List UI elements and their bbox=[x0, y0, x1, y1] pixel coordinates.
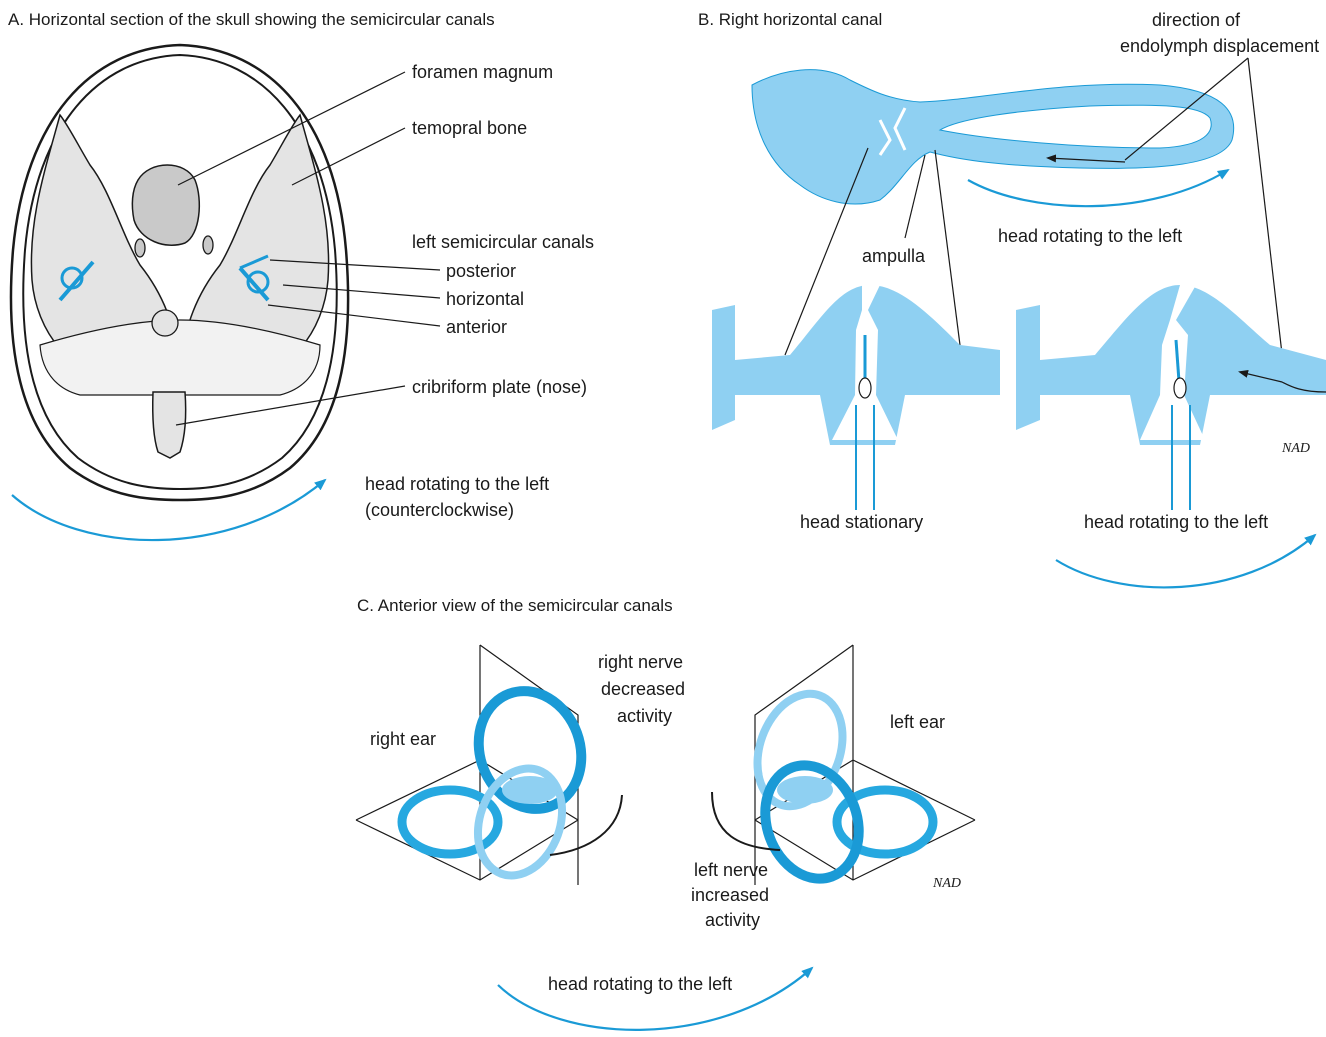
panel-c-title: C. Anterior view of the semicircular can… bbox=[357, 596, 673, 615]
jugular-foramen-left bbox=[135, 239, 145, 257]
label-anterior: anterior bbox=[446, 317, 507, 337]
foramen-magnum bbox=[132, 165, 199, 245]
label-direction-line2: endolymph displacement bbox=[1120, 36, 1319, 56]
label-head-rotating-bottom: head rotating to the left bbox=[1084, 512, 1268, 532]
leader-ampulla-3 bbox=[935, 150, 960, 345]
label-left-ear: left ear bbox=[890, 712, 945, 732]
label-left-nerve-line2: increased bbox=[691, 885, 769, 905]
label-right-nerve-line3: activity bbox=[617, 706, 672, 726]
label-right-nerve-line2: decreased bbox=[601, 679, 685, 699]
panel-b-title: B. Right horizontal canal bbox=[698, 10, 882, 29]
label-rotation-a-line2: (counterclockwise) bbox=[365, 500, 514, 520]
label-temporal-bone: temopral bone bbox=[412, 118, 527, 138]
signature-b: NAD bbox=[1281, 441, 1310, 456]
horizontal-canal bbox=[752, 70, 1234, 204]
label-left-nerve-line1: left nerve bbox=[694, 860, 768, 880]
label-head-rotating-top: head rotating to the left bbox=[998, 226, 1182, 246]
label-head-stationary: head stationary bbox=[800, 512, 923, 532]
label-horizontal: horizontal bbox=[446, 289, 524, 309]
label-posterior: posterior bbox=[446, 261, 516, 281]
label-foramen-magnum: foramen magnum bbox=[412, 62, 553, 82]
label-left-nerve-line3: activity bbox=[705, 910, 760, 930]
label-left-semicircular-canals: left semicircular canals bbox=[412, 232, 594, 252]
label-right-nerve-line1: right nerve bbox=[598, 652, 683, 672]
panel-a-title: A. Horizontal section of the skull showi… bbox=[8, 10, 495, 29]
label-direction-line1: direction of bbox=[1152, 10, 1241, 30]
label-ampulla: ampulla bbox=[862, 246, 926, 266]
panel-a: A. Horizontal section of the skull showi… bbox=[8, 10, 594, 540]
ampulla-rotating bbox=[1016, 285, 1326, 510]
label-cribriform-plate: cribriform plate (nose) bbox=[412, 377, 587, 397]
label-right-ear: right ear bbox=[370, 729, 436, 749]
cribriform-plate bbox=[153, 392, 186, 458]
jugular-foramen-right bbox=[203, 236, 213, 254]
signature-c: NAD bbox=[932, 876, 961, 891]
panel-c: C. Anterior view of the semicircular can… bbox=[356, 596, 975, 1030]
panel-b: B. Right horizontal canal direction of e… bbox=[698, 10, 1326, 587]
sella-turcica bbox=[152, 310, 178, 336]
rotation-arrow-b-top bbox=[968, 170, 1228, 206]
rotation-arrow-b-bottom bbox=[1056, 535, 1315, 587]
label-rotation-a-line1: head rotating to the left bbox=[365, 474, 549, 494]
label-head-rotating-c: head rotating to the left bbox=[548, 974, 732, 994]
